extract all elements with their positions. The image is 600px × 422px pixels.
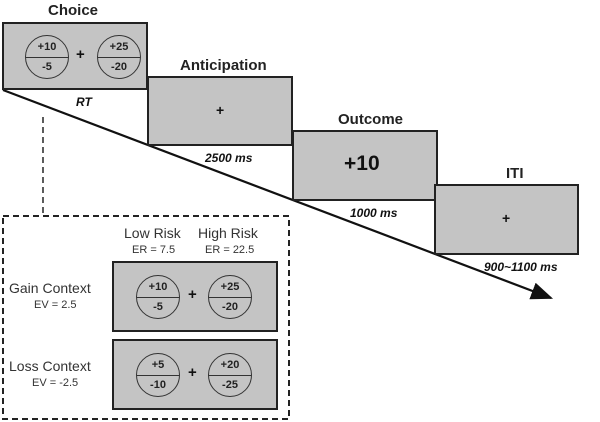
option-low-risk: +10 -5 xyxy=(136,275,180,319)
stage-duration-choice: RT xyxy=(76,95,92,109)
divider xyxy=(209,375,251,376)
timeline-arrow xyxy=(2,88,554,300)
column-header-high-risk: High Risk xyxy=(198,225,258,241)
fixation-cross: + xyxy=(188,364,197,381)
stage-duration-iti: 900~1100 ms xyxy=(484,260,558,274)
option-low-risk: +10 -5 xyxy=(25,35,69,79)
divider xyxy=(209,297,251,298)
outcome-value: +10 xyxy=(344,152,380,175)
option-loss: -5 xyxy=(153,301,163,313)
fixation-cross: + xyxy=(76,46,85,63)
ev-gain-context: EV = 2.5 xyxy=(34,299,77,311)
loss-context-screen: +5 -10 + +20 -25 xyxy=(112,339,278,410)
choice-screen: +10 -5 + +25 -20 xyxy=(2,22,148,90)
option-low-risk: +5 -10 xyxy=(136,353,180,397)
stage-title-outcome: Outcome xyxy=(338,111,404,128)
er-high-risk: ER = 22.5 xyxy=(205,244,255,256)
option-gain: +25 xyxy=(220,281,240,293)
option-loss: -25 xyxy=(222,379,238,391)
option-gain: +5 xyxy=(151,359,165,371)
option-high-risk: +20 -25 xyxy=(208,353,252,397)
row-label-loss-context: Loss Context xyxy=(9,358,91,374)
row-label-gain-context: Gain Context xyxy=(9,280,91,296)
option-high-risk: +25 -20 xyxy=(208,275,252,319)
stage-title-choice: Choice xyxy=(48,2,99,19)
gain-context-screen: +10 -5 + +25 -20 xyxy=(112,261,278,332)
iti-screen: + xyxy=(434,184,579,255)
column-header-low-risk: Low Risk xyxy=(124,225,181,241)
stage-duration-anticipation: 2500 ms xyxy=(205,151,253,165)
divider xyxy=(98,57,140,58)
divider xyxy=(137,375,179,376)
ev-loss-context: EV = -2.5 xyxy=(32,377,79,389)
option-loss: -10 xyxy=(150,379,166,391)
option-gain: +10 xyxy=(148,281,168,293)
er-low-risk: ER = 7.5 xyxy=(132,244,176,256)
fixation-cross: + xyxy=(188,286,197,303)
divider xyxy=(26,57,68,58)
divider xyxy=(137,297,179,298)
stage-title-anticipation: Anticipation xyxy=(180,57,267,74)
option-loss: -20 xyxy=(222,301,238,313)
option-gain: +20 xyxy=(220,359,240,371)
outcome-screen: +10 xyxy=(292,130,438,201)
conditions-dashed-frame xyxy=(2,215,290,420)
option-loss: -20 xyxy=(111,61,127,73)
fixation-cross: + xyxy=(216,102,225,118)
fixation-cross: + xyxy=(502,210,511,226)
option-gain: +25 xyxy=(109,41,129,53)
stage-duration-outcome: 1000 ms xyxy=(350,206,398,220)
stage-title-iti: ITI xyxy=(506,165,524,182)
anticipation-screen: + xyxy=(147,76,293,146)
option-high-risk: +25 -20 xyxy=(97,35,141,79)
option-loss: -5 xyxy=(42,61,52,73)
option-gain: +10 xyxy=(37,41,57,53)
